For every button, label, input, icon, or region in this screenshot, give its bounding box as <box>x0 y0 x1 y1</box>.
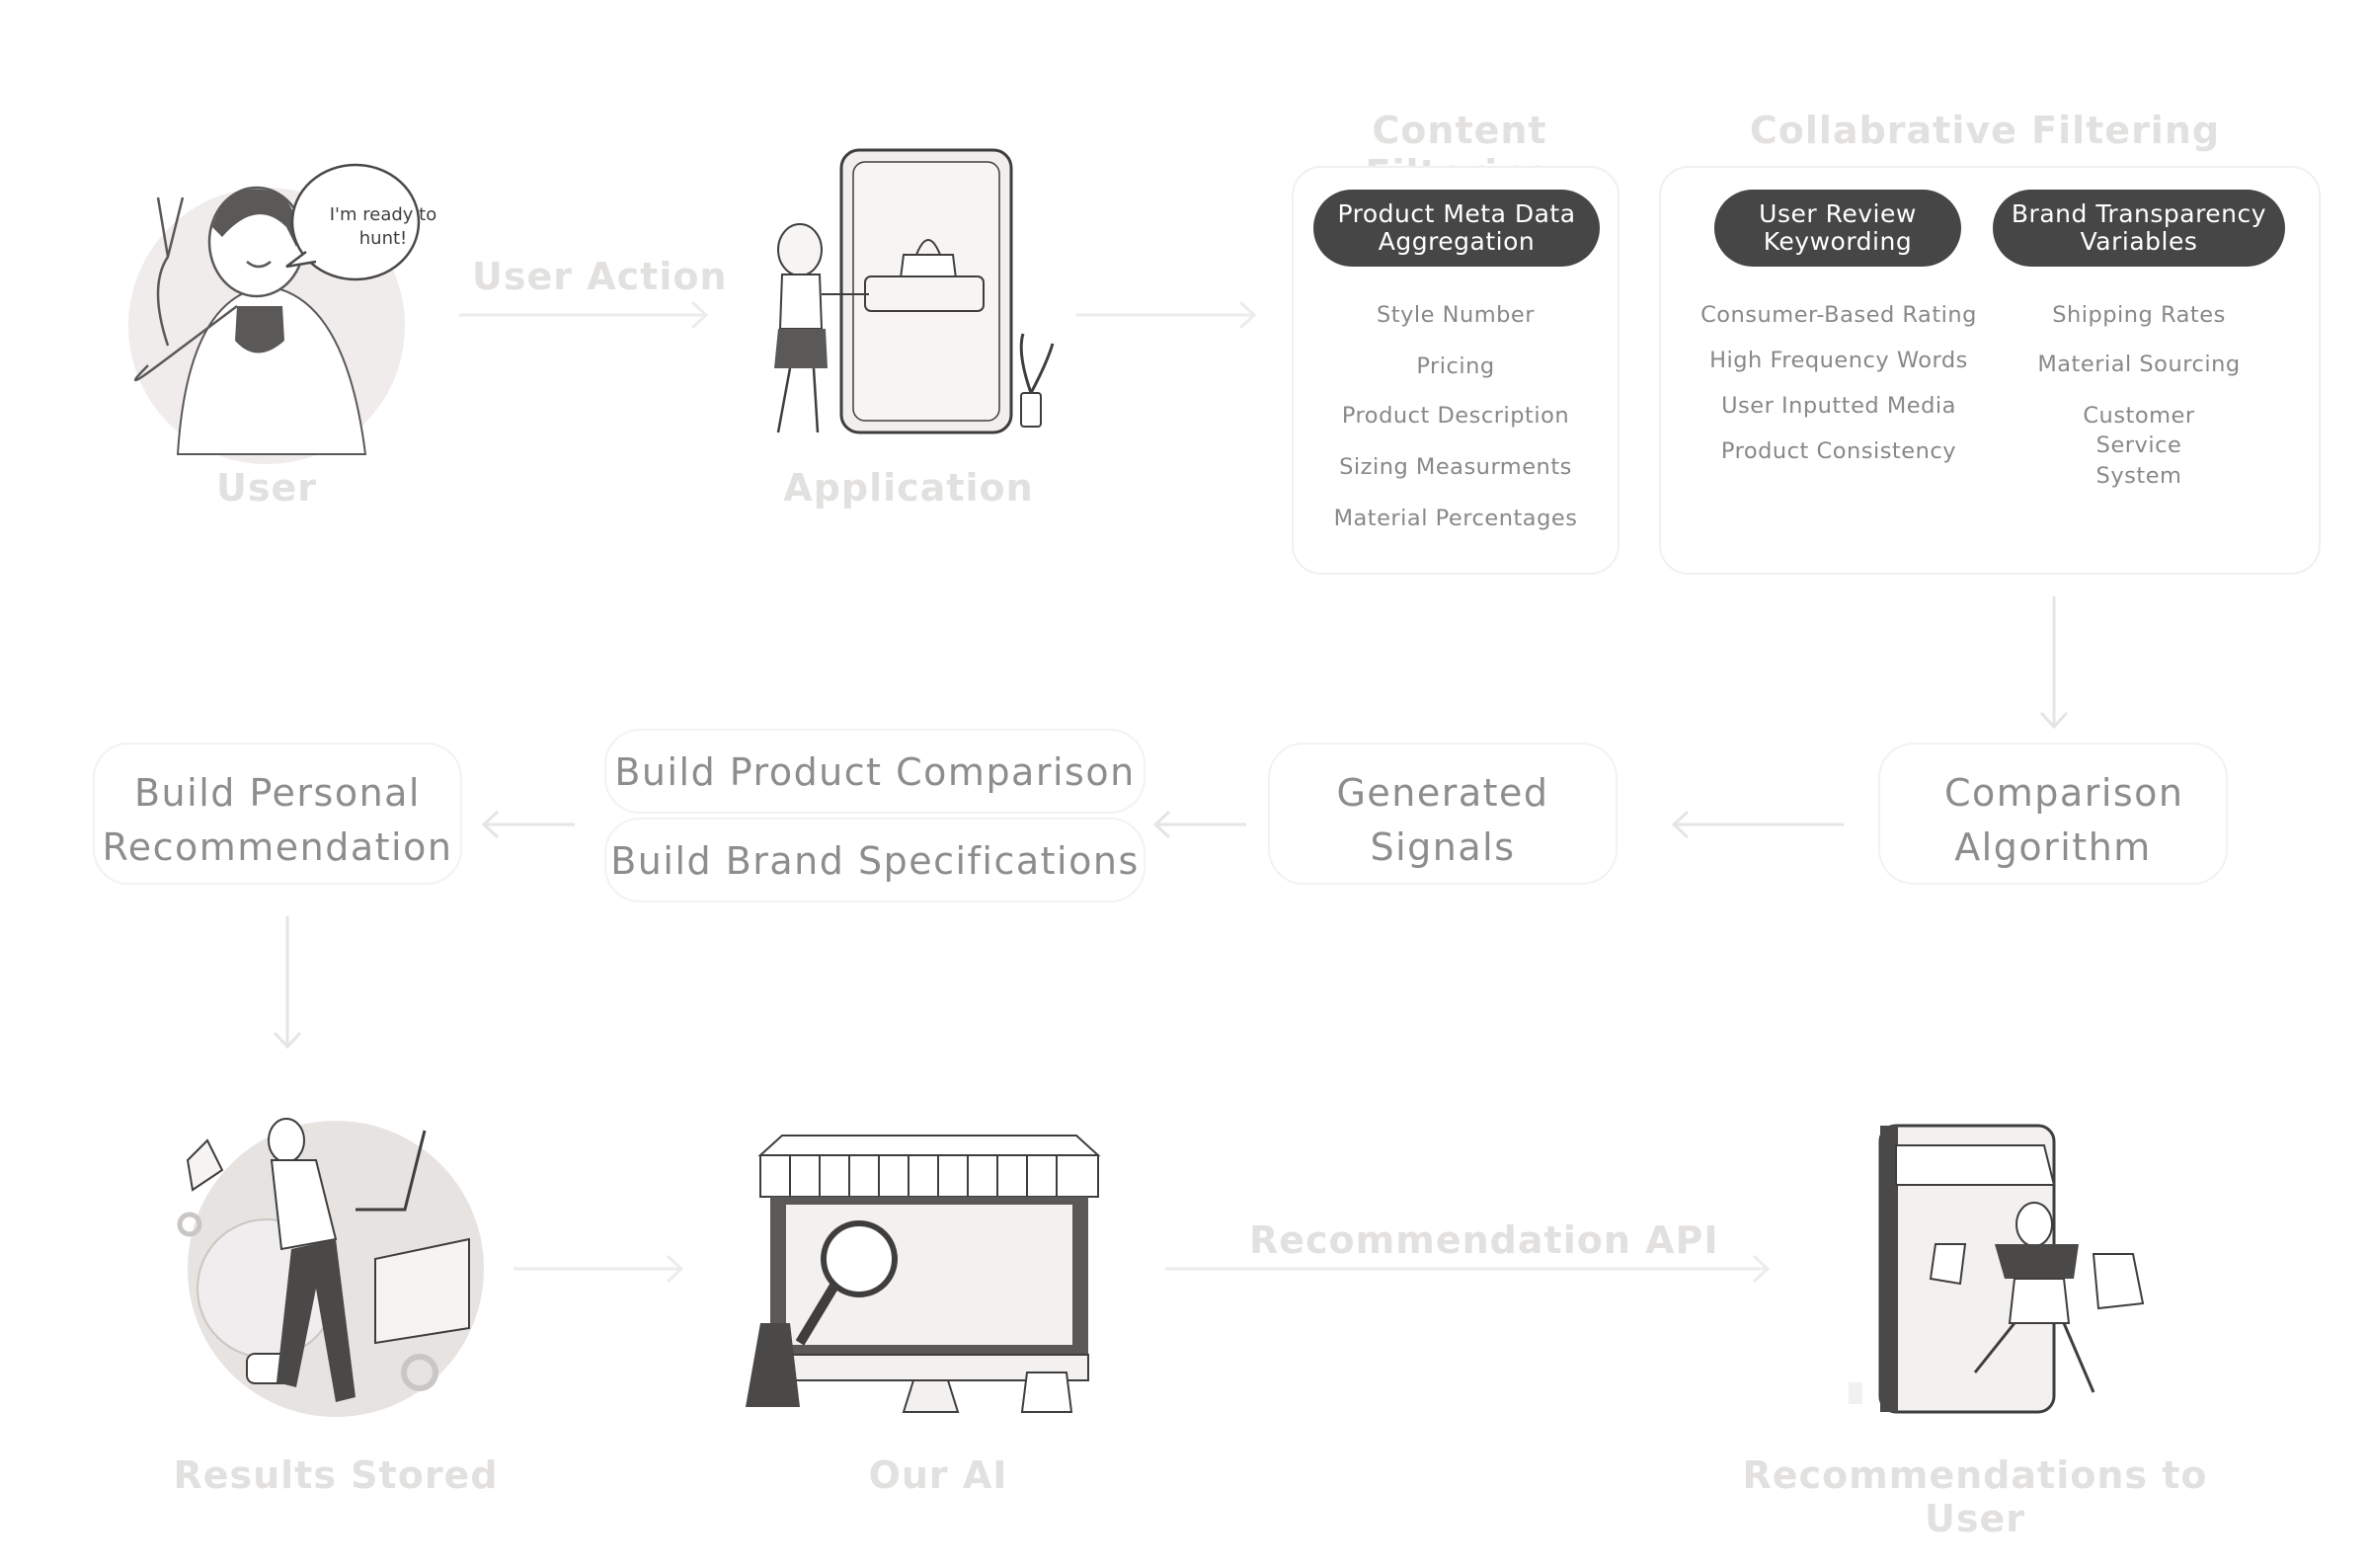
stage-label-application: Application <box>783 466 1034 510</box>
collaborative-filtering-panel: User Review Keywording Brand Transparenc… <box>1659 166 2321 575</box>
arrow-filtering-to-algorithm <box>2039 596 2069 730</box>
collaborative-filtering-title: Collabrative Filtering <box>1749 109 2221 152</box>
brand-item-material-sourcing: Material Sourcing <box>2037 352 2241 377</box>
comparison-algorithm-box: Comparison Algorithm <box>1878 743 2228 885</box>
arrow-ai-to-recommendations <box>1165 1254 1771 1284</box>
brand-item-customer-service: Customer Service System <box>2083 403 2195 489</box>
build-product-comparison-label: Build Product Comparison <box>614 750 1136 794</box>
cf-item-sizing: Sizing Measurments <box>1339 454 1572 480</box>
brand-item-shipping-rates: Shipping Rates <box>2052 302 2226 328</box>
speech-bubble-shape <box>285 163 421 281</box>
pill-product-meta-data: Product Meta Data Aggregation <box>1313 190 1600 267</box>
arrow-signals-to-build <box>1152 810 1246 839</box>
arrow-user-to-application <box>459 300 709 330</box>
arrow-label-recommendation-api: Recommendation API <box>1249 1218 1719 1262</box>
cf-item-style-number: Style Number <box>1376 302 1536 328</box>
cf-item-pricing: Pricing <box>1416 353 1495 379</box>
generated-signals-box: Generated Signals <box>1268 743 1618 885</box>
results-stored-illustration <box>177 1118 484 1417</box>
review-item-consumer-rating: Consumer-Based Rating <box>1700 302 1977 328</box>
build-personal-recommendation-box: Build Personal Recommendation <box>93 743 462 885</box>
application-illustration <box>774 148 1055 434</box>
arrow-label-user-action: User Action <box>472 255 728 298</box>
arrow-algorithm-to-signals <box>1671 810 1844 839</box>
content-filtering-panel: Product Meta Data Aggregation Style Numb… <box>1292 166 1620 575</box>
cf-item-product-description: Product Description <box>1341 403 1570 429</box>
review-item-high-frequency: High Frequency Words <box>1709 348 1968 373</box>
review-item-user-media: User Inputted Media <box>1721 393 1956 419</box>
build-personal-recommendation-label: Build Personal Recommendation <box>102 771 453 870</box>
cf-item-material-percentages: Material Percentages <box>1333 506 1578 531</box>
stage-label-user: User <box>216 466 317 510</box>
arrow-results-to-ai <box>514 1254 684 1284</box>
generated-signals-label: Generated Signals <box>1336 771 1549 870</box>
arrow-application-to-filtering <box>1076 300 1257 330</box>
build-brand-specifications-label: Build Brand Specifications <box>610 839 1140 883</box>
speech-bubble-text: I'm ready to hunt! <box>329 204 437 250</box>
arrow-build-to-personal <box>481 810 575 839</box>
build-product-comparison-box: Build Product Comparison <box>604 729 1146 814</box>
pill-user-review-keywording: User Review Keywording <box>1714 190 1961 267</box>
recommendations-illustration <box>1849 1124 2145 1414</box>
arrow-personal-to-results <box>273 916 302 1050</box>
stage-label-our-ai: Our AI <box>868 1453 1008 1497</box>
pill-brand-transparency: Brand Transparency Variables <box>1993 190 2285 267</box>
build-brand-specifications-box: Build Brand Specifications <box>604 818 1146 902</box>
comparison-algorithm-label: Comparison Algorithm <box>1944 771 2184 870</box>
our-ai-illustration <box>746 1135 1101 1413</box>
stage-label-recommendations: Recommendations to User <box>1742 1453 2208 1540</box>
stage-label-results-stored: Results Stored <box>173 1453 499 1497</box>
review-item-product-consistency: Product Consistency <box>1720 438 1957 464</box>
